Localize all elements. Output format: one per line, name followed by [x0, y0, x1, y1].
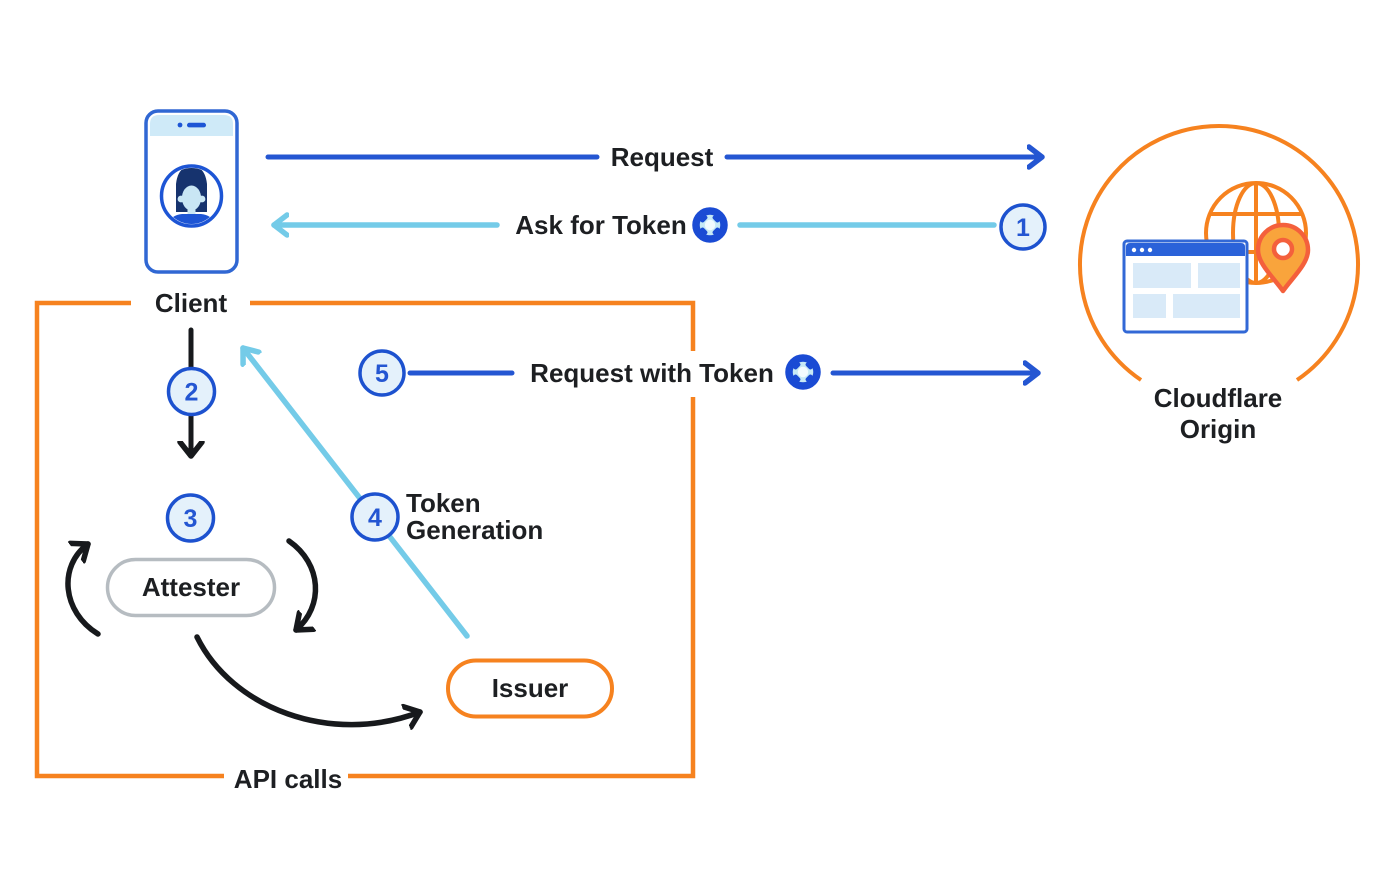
ask-token-label: Ask for Token — [515, 210, 686, 240]
client-device-icon — [144, 109, 239, 274]
token-icon — [786, 355, 820, 389]
avatar — [168, 168, 215, 224]
attester-node: Attester — [105, 557, 277, 618]
flow-request: Request — [265, 142, 1042, 172]
step-circle-1: 1 — [999, 203, 1047, 251]
phone-speaker — [187, 122, 206, 128]
client-label: Client — [155, 288, 228, 318]
origin-label-line1: Cloudflare — [1154, 383, 1283, 413]
token-generation-label-line2: Generation — [406, 515, 543, 545]
token-generation-arrow — [240, 345, 470, 639]
api-calls-label: API calls — [234, 764, 342, 794]
avatar-face — [181, 185, 202, 211]
step-3-number: 3 — [184, 505, 198, 533]
origin-circle — [1078, 124, 1360, 382]
browser-window-icon — [1122, 239, 1249, 334]
flow-request-with-token: 5 Request with Token — [358, 349, 1038, 397]
flow-client-to-attester: 2 — [166, 327, 217, 456]
step-circle-5: 5 — [358, 349, 406, 397]
location-pin-icon — [1255, 222, 1311, 294]
step-circle-2: 2 — [166, 366, 217, 417]
issuer-node: Issuer — [446, 658, 614, 719]
attester-to-issuer-arrow — [194, 634, 423, 725]
api-box-edge-bottom-right — [348, 397, 696, 779]
token-icon — [693, 208, 727, 242]
step-2-number: 2 — [185, 379, 199, 407]
step-4-number: 4 — [368, 504, 382, 532]
attester-pill — [105, 557, 277, 618]
token-generation-label-line1: Token — [406, 488, 481, 518]
attester-loop-arrow-right — [286, 538, 319, 633]
request-label: Request — [611, 142, 714, 172]
step-5-number: 5 — [375, 360, 389, 388]
flow-ask-for-token: Ask for Token 1 — [271, 203, 1047, 251]
request-token-label: Request with Token — [530, 358, 774, 388]
step-circle-4: 4 — [350, 492, 400, 542]
attester-label: Attester — [142, 572, 240, 602]
phone-camera-dot — [177, 122, 183, 128]
api-calls-box: API calls — [34, 300, 696, 794]
step-1-number: 1 — [1016, 214, 1030, 242]
flow-token-generation: 4 Token Generation — [240, 345, 543, 639]
step-circle-3: 3 — [165, 493, 216, 543]
avatar-neck — [187, 206, 196, 216]
origin-label-line2: Origin — [1180, 414, 1257, 444]
issuer-label: Issuer — [492, 673, 569, 703]
attester-loop-arrow-left — [65, 544, 101, 637]
issuer-pill — [446, 658, 614, 719]
api-box-edge-left — [34, 300, 224, 779]
cloudflare-origin-node: Cloudflare Origin — [1078, 124, 1360, 444]
api-box-edge-top-right — [250, 300, 696, 351]
